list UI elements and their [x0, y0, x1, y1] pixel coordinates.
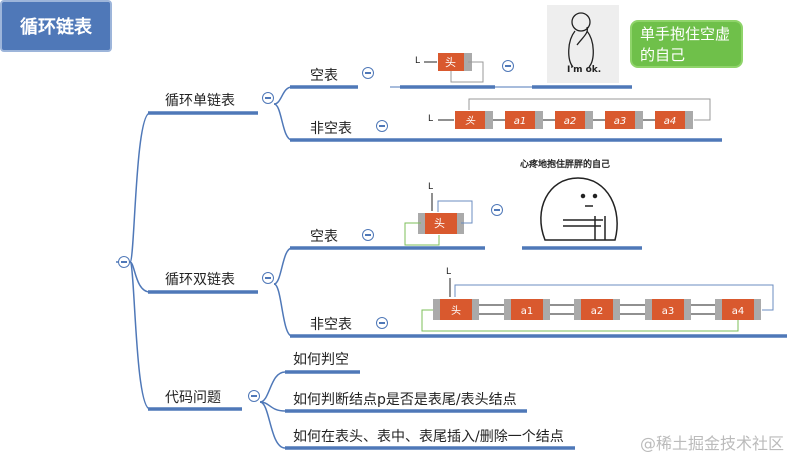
- pointer-label: L: [446, 267, 452, 277]
- branch-single-circular[interactable]: 循环单链表: [165, 93, 235, 109]
- data-field: [440, 299, 472, 320]
- single-nonempty-label[interactable]: 非空表: [310, 121, 352, 137]
- collapse-icon[interactable]: [376, 120, 388, 132]
- collapse-icon[interactable]: [491, 204, 503, 216]
- list-node: [605, 111, 635, 129]
- double-empty-list: [404, 193, 473, 246]
- question-item[interactable]: 如何判断结点p是否是表尾/表头结点: [293, 392, 517, 408]
- meme2-caption: 心疼地抱住胖胖的自己: [520, 160, 611, 170]
- node-label: a3: [614, 116, 627, 127]
- head-node-label: 头: [445, 56, 456, 69]
- question-item[interactable]: 如何在表头、表中、表尾插入/删除一个结点: [293, 429, 564, 445]
- root-node[interactable]: 循环链表: [0, 0, 112, 52]
- single-nonempty-list: 头 a1 a2 a3 a4: [438, 98, 711, 129]
- next-pointer-field: [485, 111, 493, 129]
- next-pointer-field: [635, 111, 643, 129]
- node-label: 头: [451, 305, 461, 317]
- node-label: a1: [521, 306, 534, 317]
- collapse-icon[interactable]: [362, 229, 374, 241]
- collapse-icon[interactable]: [362, 67, 374, 79]
- pointer-label: L: [428, 182, 434, 192]
- node-label: a4: [732, 306, 745, 317]
- list-node: [505, 111, 535, 129]
- pointer-label: L: [415, 56, 421, 66]
- question-item[interactable]: 如何判空: [293, 352, 349, 368]
- meme1-caption: I'm ok.: [567, 65, 602, 75]
- node-label: 头: [465, 115, 476, 127]
- next-pointer-field: [585, 111, 593, 129]
- double-empty-label[interactable]: 空表: [310, 229, 338, 245]
- meme-hug-image: [533, 170, 629, 243]
- single-empty-label[interactable]: 空表: [310, 68, 338, 84]
- list-node: [555, 111, 585, 129]
- collapse-icon[interactable]: [262, 272, 274, 284]
- node-label: a4: [664, 116, 677, 127]
- node-label: a2: [564, 116, 577, 127]
- data-field: [722, 299, 754, 320]
- list-node: [655, 111, 685, 129]
- double-nonempty-list: 头 a1 a2 a3 a4: [421, 278, 774, 332]
- collapse-icon[interactable]: [502, 60, 514, 72]
- next-pointer-field: [685, 111, 693, 129]
- node-label: a1: [514, 116, 527, 127]
- data-field: [511, 299, 543, 320]
- pointer-label: L: [428, 114, 434, 124]
- double-nonempty-label[interactable]: 非空表: [310, 317, 352, 333]
- node-label: a2: [591, 306, 604, 317]
- meme-im-ok-image: I'm ok.: [547, 5, 619, 83]
- single-empty-list: [424, 53, 484, 83]
- collapse-root-icon[interactable]: [118, 256, 130, 268]
- head-node-label: 头: [434, 217, 445, 230]
- next-pointer-field: [535, 111, 543, 129]
- speech-bubble: 单手抱住空虚的自己: [630, 20, 743, 68]
- data-field: [652, 299, 684, 320]
- collapse-icon[interactable]: [376, 317, 388, 329]
- branch-double-circular[interactable]: 循环双链表: [165, 272, 235, 288]
- list-node: [455, 111, 485, 129]
- branch-code-questions[interactable]: 代码问题: [165, 390, 221, 406]
- data-field: [581, 299, 613, 320]
- watermark: @稀土掘金技术社区: [640, 434, 785, 453]
- collapse-icon[interactable]: [262, 92, 274, 104]
- collapse-icon[interactable]: [248, 390, 260, 402]
- node-label: a3: [662, 306, 675, 317]
